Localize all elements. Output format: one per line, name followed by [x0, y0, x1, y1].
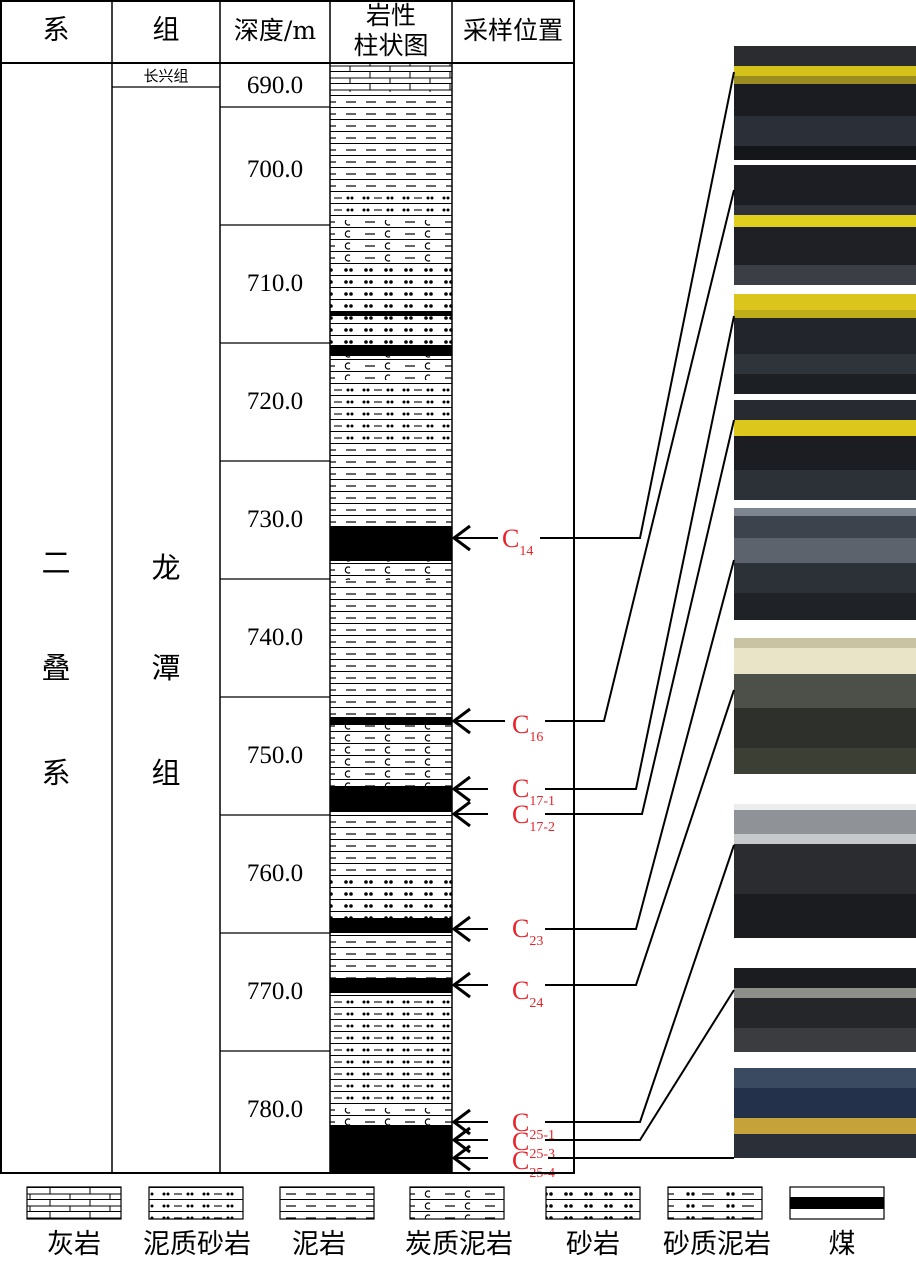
core-photo-5	[734, 508, 916, 620]
lithology-band	[330, 993, 452, 1108]
coal-seam	[330, 786, 452, 812]
core-photo-6	[734, 638, 916, 774]
system-char-3: 系	[41, 756, 71, 790]
coal-seam	[330, 345, 452, 356]
legend-label-argillaceous-sandstone: 泥质砂岩	[143, 1229, 251, 1260]
lithology-band	[330, 262, 452, 312]
core-photo-3	[734, 294, 916, 394]
coal-seam	[330, 1125, 452, 1173]
lithology-band	[330, 1108, 452, 1125]
lithology-band	[330, 316, 452, 345]
core-photo-7	[734, 804, 916, 938]
sample-connectors	[451, 71, 735, 1172]
legend-swatch-argillaceous-sandstone	[148, 1186, 244, 1220]
depth-label: 690.0	[246, 72, 304, 99]
group-char-1: 龙	[151, 551, 181, 585]
lithology-column	[330, 63, 452, 1173]
group-char-2: 潭	[151, 651, 181, 685]
depth-label: 740.0	[246, 624, 304, 651]
group-char-3: 组	[151, 756, 181, 790]
sample-label-c16: C16	[512, 710, 544, 746]
legend-label-limestone: 灰岩	[47, 1229, 101, 1260]
depth-label: 750.0	[246, 742, 304, 769]
lithology-band	[330, 220, 452, 262]
photo-connector	[545, 419, 735, 815]
depth-label: 730.0	[246, 506, 304, 533]
table-frame	[0, 0, 575, 1174]
header-group: 组	[152, 15, 180, 46]
coal-seam	[330, 978, 452, 993]
header-sample-position: 采样位置	[462, 16, 563, 45]
depth-label: 780.0	[246, 1096, 304, 1123]
coal-seam	[330, 312, 452, 316]
legend-label-sandstone: 砂岩	[566, 1229, 620, 1260]
header-depth: 深度/m	[233, 16, 317, 45]
depth-label: 710.0	[246, 270, 304, 297]
sample-label-c17-2: C17-2	[512, 800, 556, 836]
lithology-band	[330, 933, 452, 978]
depth-label: 770.0	[246, 978, 304, 1005]
lithology-band	[330, 725, 452, 786]
legend-label-sandy-mudstone: 砂质泥岩	[663, 1229, 771, 1260]
core-photo-1	[734, 46, 916, 160]
coal-seam	[330, 918, 452, 933]
photo-connector	[545, 315, 735, 790]
lithology-band	[330, 63, 452, 92]
lithology-band	[330, 440, 452, 526]
depth-label: 760.0	[246, 860, 304, 887]
photo-connector	[540, 71, 735, 539]
lithology-band	[330, 190, 452, 220]
system-char-1: 二	[41, 546, 71, 580]
header-lithology: 岩性 柱状图	[330, 0, 452, 62]
legend-swatch-limestone	[26, 1186, 122, 1220]
legend-swatch-carbonaceous-mudstone	[409, 1186, 505, 1220]
legend-swatch-mudstone	[279, 1186, 375, 1220]
photo-connector	[545, 689, 735, 986]
sample-label-c24: C24	[512, 976, 544, 1012]
lithology-band	[330, 880, 452, 918]
sample-label-c23: C23	[512, 914, 544, 950]
legend-swatch-sandy-mudstone	[667, 1186, 763, 1220]
coal-seam	[330, 717, 452, 725]
depth-label: 700.0	[246, 156, 304, 183]
lithology-band	[330, 812, 452, 880]
core-photo-2	[734, 165, 916, 285]
legend-swatch-sandstone	[545, 1186, 641, 1220]
formation-changxing: 长兴组	[143, 67, 189, 85]
header-lithology-line2: 柱状图	[353, 31, 429, 60]
lithology-band	[330, 92, 452, 190]
sample-label-c17-1: C17-1	[512, 774, 556, 810]
header-lithology-line1: 岩性	[365, 1, 416, 30]
photo-connector	[545, 844, 735, 1123]
lithology-band	[330, 561, 452, 580]
lithology-band	[330, 380, 452, 440]
core-photo-8	[734, 968, 916, 1052]
legend-label-carbonaceous-mudstone: 炭质泥岩	[405, 1229, 513, 1260]
legend-label-coal: 煤	[828, 1229, 856, 1260]
depth-label: 720.0	[246, 388, 304, 415]
core-photo-4	[734, 400, 916, 500]
legend-label-mudstone: 泥岩	[292, 1229, 346, 1260]
core-photo-9	[734, 1068, 916, 1158]
system-char-2: 叠	[41, 651, 71, 685]
lithology-band	[330, 580, 452, 717]
photo-connector	[545, 559, 735, 930]
sample-label-c14: C14	[502, 524, 534, 560]
photo-connector	[545, 189, 735, 722]
photo-connector	[545, 989, 735, 1141]
coal-seam	[330, 526, 452, 561]
lithology-band	[330, 356, 452, 380]
header-system: 系	[42, 15, 70, 46]
legend-swatches	[26, 1186, 885, 1220]
